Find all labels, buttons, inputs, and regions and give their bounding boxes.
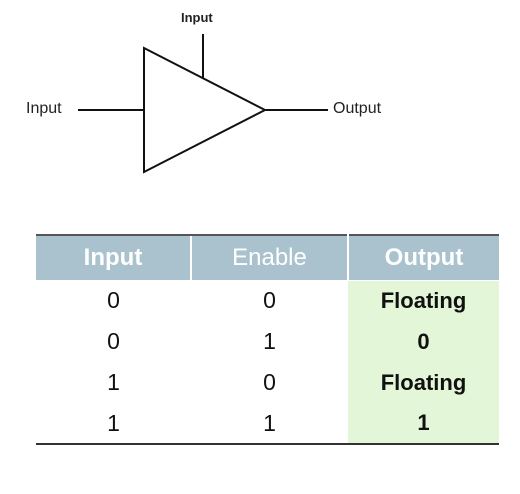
cell-output: 0 [348,321,499,362]
cell-input: 0 [107,287,120,314]
header-enable: Enable [190,234,349,281]
enable-input-label: Input [181,10,213,25]
input-label: Input [26,100,62,117]
cell-enable: 0 [263,369,276,395]
tri-state-buffer-diagram: Input Input Output [0,0,520,200]
cell-output: Floating [348,362,499,403]
cell-output: 1 [348,403,499,445]
table-row: 1 0 Floating [36,362,499,403]
cell-input: 0 [107,328,120,354]
table-row: 0 1 0 [36,321,499,362]
cell-enable: 1 [191,403,348,445]
truth-table: Input Enable Output 0 0 Floating 0 1 0 1… [36,234,499,445]
cell-input: 1 [107,369,120,395]
output-label: Output [333,100,382,117]
cell-input: 1 [36,403,191,445]
table-row: 0 0 Floating [36,280,499,321]
table-row: 1 1 1 [36,403,499,445]
table-header-row: Input Enable Output [36,234,499,281]
cell-output: Floating [348,280,499,321]
cell-enable: 0 [263,287,276,314]
buffer-triangle [143,46,268,174]
header-input: Input [36,234,191,281]
buffer-symbol [78,34,328,174]
cell-enable: 1 [263,328,276,354]
header-output: Output [348,234,499,281]
